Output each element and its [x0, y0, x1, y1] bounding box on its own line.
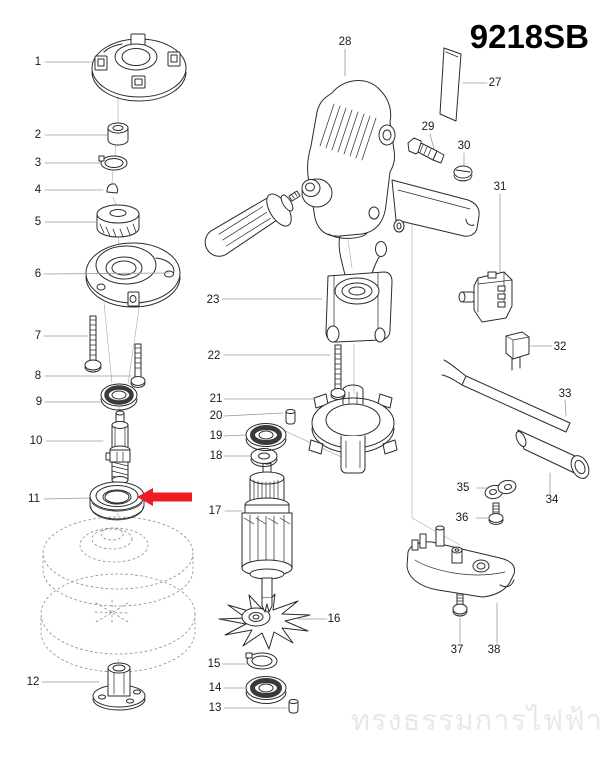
part-label-22: 22	[207, 350, 221, 362]
leader-line-33	[564, 399, 567, 417]
part-13-pin	[288, 699, 299, 714]
part-label-28: 28	[338, 36, 352, 48]
part-label-7: 7	[34, 330, 42, 342]
part-label-11: 11	[28, 493, 40, 505]
part-label-17: 17	[208, 505, 222, 517]
part-32-capacitor	[505, 331, 530, 371]
part-label-4: 4	[34, 184, 42, 196]
part-label-27: 27	[488, 77, 502, 89]
part-label-19: 19	[209, 430, 223, 442]
part-11-grooved-seal-ring	[89, 481, 145, 521]
part-19-ball-bearing	[245, 423, 287, 451]
part-label-31: 31	[493, 181, 507, 193]
part-label-2: 2	[34, 129, 42, 141]
part-4-half-round-key	[106, 183, 119, 194]
watermark-text: ทรงธรรมการไฟฟ้า	[350, 705, 603, 737]
part-label-10: 10	[29, 435, 43, 447]
part-label-12: 12	[26, 676, 40, 688]
part-label-34: 34	[545, 494, 559, 506]
part-label-38: 38	[487, 644, 501, 656]
assembly-centerlines	[103, 96, 461, 667]
part-label-33: 33	[558, 388, 572, 400]
part-1-pad-cover-flange	[91, 33, 187, 102]
part-12-flange-nut	[92, 662, 146, 711]
part-label-37: 37	[450, 644, 464, 656]
part-label-9: 9	[35, 396, 43, 408]
part-label-8: 8	[34, 370, 42, 382]
part-label-30: 30	[457, 140, 471, 152]
part-label-3: 3	[34, 157, 42, 169]
part-label-15: 15	[207, 658, 221, 670]
part-20-pin	[285, 409, 296, 425]
part-21-baffle-plate	[308, 384, 398, 474]
part-7-long-screw	[84, 315, 102, 373]
part-34-cord-guard	[515, 429, 590, 479]
part-17-armature	[241, 459, 293, 613]
part-label-29: 29	[421, 121, 435, 133]
part-label-36: 36	[455, 512, 469, 524]
part-label-35: 35	[456, 482, 470, 494]
part-5-gear	[96, 204, 140, 238]
part-37-screw	[452, 591, 468, 617]
part-33-power-cord	[441, 359, 571, 433]
part-label-5: 5	[34, 216, 42, 228]
leader-line-6	[43, 272, 170, 275]
leader-line-20	[223, 412, 284, 417]
part-29-bolt	[407, 137, 445, 164]
red-arrow	[137, 488, 192, 506]
part-label-16: 16	[327, 613, 341, 625]
part-18-washer	[250, 448, 278, 467]
part-36-screw	[488, 502, 504, 525]
part-label-32: 32	[553, 341, 567, 353]
part-28-motor-housing	[301, 80, 480, 239]
part-label-18: 18	[209, 450, 223, 462]
part-label-20: 20	[209, 410, 223, 422]
part-8-screw	[130, 343, 146, 388]
part-14-ball-bearing	[245, 676, 287, 704]
part-27-name-plate	[439, 47, 462, 122]
leader-line-29	[429, 133, 435, 150]
part-9-ball-bearing	[100, 383, 138, 411]
part-label-6: 6	[34, 268, 42, 280]
part-label-14: 14	[208, 682, 222, 694]
leader-lines	[41, 48, 567, 709]
backing-pad-dashed-outline	[40, 516, 196, 673]
part-2-spacer-sleeve	[107, 122, 129, 146]
part-3-retaining-ring	[98, 155, 128, 171]
side-grip-handle	[204, 190, 301, 257]
part-label-1: 1	[34, 56, 42, 68]
part-35-cord-clamp	[484, 479, 517, 500]
part-22-long-screw	[330, 344, 346, 400]
part-31-switch	[458, 271, 513, 323]
leader-line-19	[223, 434, 246, 437]
part-10-spindle-shaft	[105, 410, 131, 484]
part-16-fan	[218, 593, 311, 650]
part-6-gear-housing	[85, 242, 181, 308]
part-15-retaining-ring	[245, 652, 278, 670]
part-label-21: 21	[209, 393, 223, 405]
part-label-13: 13	[208, 702, 222, 714]
part-38-handle-base	[406, 525, 515, 598]
part-label-23: 23	[206, 294, 220, 306]
part-23-field-stator	[325, 219, 393, 343]
part-30-cap-screw	[453, 165, 473, 182]
leader-line-11	[43, 497, 90, 500]
model-number: 9218SB	[469, 18, 589, 55]
